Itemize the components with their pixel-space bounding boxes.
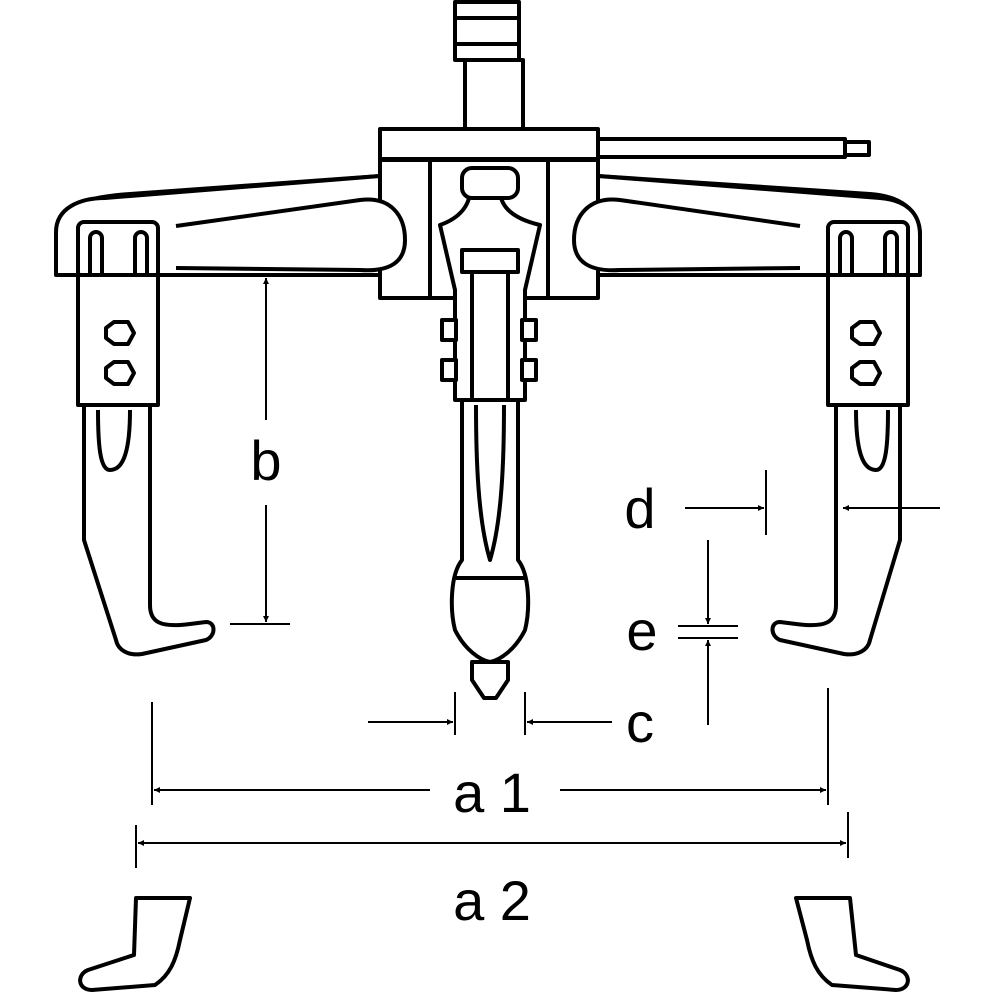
left-slider-slot-a [88, 230, 104, 282]
spindle-collar [460, 248, 520, 274]
left-bolt-lower [104, 360, 136, 386]
spindle-nut-right-lower [520, 358, 538, 382]
spindle-cap [460, 166, 520, 200]
left-extension-jaw [78, 896, 192, 992]
dim-label-a1: a 1 [453, 761, 531, 824]
right-extension-jaw [794, 896, 910, 992]
spindle-nut-right-upper [520, 318, 538, 342]
right-bolt-upper [850, 320, 882, 346]
dim-label-d: d [624, 477, 655, 540]
dimension-lines [135, 275, 940, 868]
spindle-nut [453, 0, 521, 62]
dim-label-e: e [626, 599, 657, 662]
spindle-groove [474, 404, 506, 562]
left-bolt-upper [104, 320, 136, 346]
handle-bar [596, 137, 847, 159]
spindle-nut-left-upper [440, 318, 458, 342]
right-slider-slot-a [838, 230, 854, 282]
handle-block [378, 127, 600, 161]
right-bolt-lower [850, 360, 882, 386]
dim-label-a2: a 2 [453, 869, 531, 932]
left-arm-slot [175, 197, 407, 273]
dim-label-c: c [626, 691, 654, 754]
dim-label-b: b [250, 429, 281, 492]
spindle-body [449, 398, 531, 664]
spindle-point [470, 660, 510, 700]
spindle-nut-left-lower [440, 358, 458, 382]
right-arm-slot [572, 197, 801, 273]
right-slider-slot-b [883, 230, 899, 282]
puller-tool [54, 0, 922, 992]
spindle-shaft [463, 58, 525, 132]
left-slider-slot-b [133, 230, 149, 282]
handle-tip [843, 140, 871, 157]
left-jaw-recess [96, 409, 132, 472]
right-jaw-hook [770, 403, 902, 657]
right-jaw-recess [854, 409, 890, 472]
left-jaw-hook [82, 403, 216, 657]
